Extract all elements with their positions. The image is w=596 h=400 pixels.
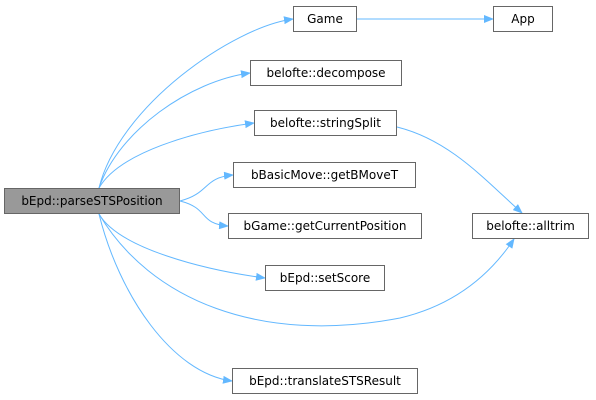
node-bepd-setscore[interactable]: bEpd::setScore <box>265 265 385 291</box>
node-game[interactable]: Game <box>293 6 357 32</box>
edge-root-to-getCurrentPosition <box>179 200 229 230</box>
node-app[interactable]: App <box>493 6 553 32</box>
node-bgame-getcurrentposition[interactable]: bGame::getCurrentPosition <box>228 213 422 239</box>
edge-root-to-decompose <box>98 70 251 189</box>
edge-root-to-game <box>98 16 294 189</box>
edge-root-to-getBMoveT <box>179 171 234 202</box>
edge-root-to-alltrim <box>98 213 515 327</box>
node-belofte-decompose[interactable]: belofte::decompose <box>250 60 402 86</box>
edge-root-to-setScore <box>98 213 266 281</box>
node-belofte-alltrim[interactable]: belofte::alltrim <box>472 213 589 239</box>
edge-stringSplit-to-alltrim <box>396 126 523 214</box>
edge-root-to-translateSTSResult <box>98 213 233 384</box>
node-belofte-stringsplit[interactable]: belofte::stringSplit <box>254 110 397 136</box>
node-bbasicmove-getbmovet[interactable]: bBasicMove::getBMoveT <box>233 162 416 188</box>
node-bepd-parsestsposition: bEpd::parseSTSPosition <box>4 188 180 214</box>
edge-root-to-stringSplit <box>98 120 255 189</box>
node-bepd-translatestsresult[interactable]: bEpd::translateSTSResult <box>232 368 418 394</box>
